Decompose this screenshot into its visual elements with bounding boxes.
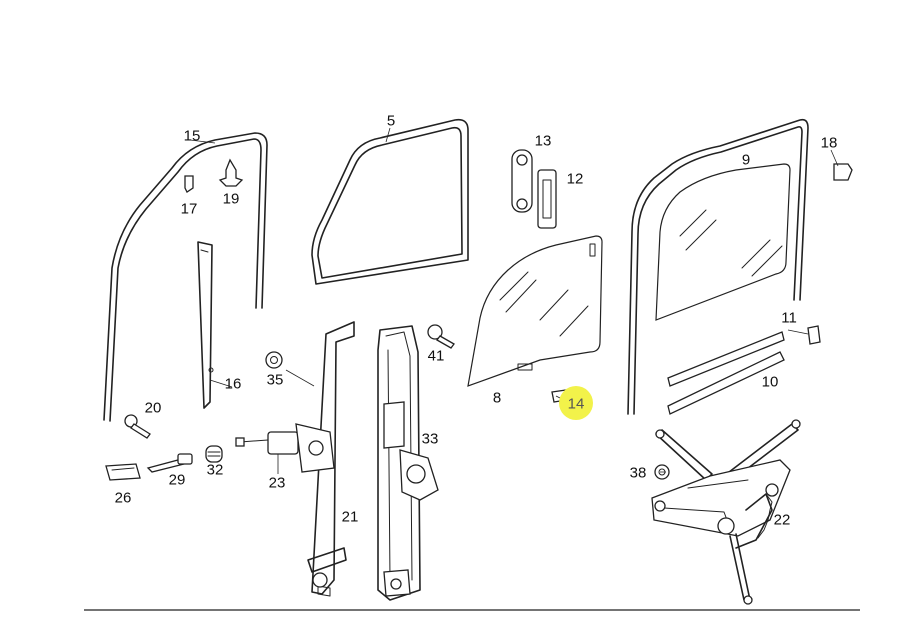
label-part-33[interactable]: 33 xyxy=(421,430,439,448)
label-part-17[interactable]: 17 xyxy=(180,200,198,218)
part-21-window-regulator[interactable] xyxy=(307,321,355,597)
part-16-guide-rail[interactable] xyxy=(197,241,214,409)
part-15-window-channel[interactable] xyxy=(103,132,268,422)
label-part-11[interactable]: 11 xyxy=(781,309,797,327)
label-part-19[interactable]: 19 xyxy=(222,190,240,208)
label-part-21[interactable]: 21 xyxy=(341,508,359,526)
part-17-clip[interactable] xyxy=(184,175,194,193)
label-part-18[interactable]: 18 xyxy=(820,134,838,152)
part-10-sealing-strip[interactable] xyxy=(667,351,785,415)
label-part-38[interactable]: 38 xyxy=(629,464,647,482)
part-20-bolt[interactable] xyxy=(124,414,151,439)
part-32-grommet[interactable] xyxy=(205,445,223,463)
label-part-35[interactable]: 35 xyxy=(266,371,284,389)
label-part-22[interactable]: 22 xyxy=(773,511,791,529)
part-13-guide-block[interactable] xyxy=(511,149,533,213)
label-part-12[interactable]: 12 xyxy=(566,170,584,188)
part-33-cable-regulator[interactable] xyxy=(377,325,439,601)
label-part-10[interactable]: 10 xyxy=(761,373,779,391)
label-part-26[interactable]: 26 xyxy=(114,489,132,507)
label-part-14[interactable]: 14 xyxy=(567,395,585,413)
part-9-quarter-glass-frame[interactable] xyxy=(627,118,809,415)
label-part-23[interactable]: 23 xyxy=(268,474,286,492)
part-18-clip[interactable] xyxy=(833,163,853,181)
part-23-motor[interactable] xyxy=(235,423,335,473)
part-8-door-glass[interactable] xyxy=(467,235,603,387)
label-part-13[interactable]: 13 xyxy=(534,132,552,150)
part-19-push-rivet[interactable] xyxy=(218,158,244,187)
part-35-washer[interactable] xyxy=(265,351,283,369)
label-part-9[interactable]: 9 xyxy=(741,151,751,169)
label-part-8[interactable]: 8 xyxy=(492,389,502,407)
part-11-weatherstrip[interactable] xyxy=(667,325,821,387)
part-41-bolt[interactable] xyxy=(427,324,455,349)
part-12-bracket[interactable] xyxy=(537,169,557,229)
label-part-15[interactable]: 15 xyxy=(183,127,201,145)
part-26-connector[interactable] xyxy=(105,463,141,481)
label-part-41[interactable]: 41 xyxy=(427,347,445,365)
label-part-20[interactable]: 20 xyxy=(144,399,162,417)
part-5-window-seal[interactable] xyxy=(311,118,469,285)
label-part-32[interactable]: 32 xyxy=(206,461,224,479)
part-29-terminal[interactable] xyxy=(146,453,193,473)
label-part-16[interactable]: 16 xyxy=(224,375,242,393)
label-part-5[interactable]: 5 xyxy=(386,112,396,130)
part-22-scissor-regulator[interactable] xyxy=(651,419,801,605)
label-part-29[interactable]: 29 xyxy=(168,471,186,489)
leader-lines xyxy=(189,127,839,474)
highlight-marker xyxy=(559,386,593,420)
